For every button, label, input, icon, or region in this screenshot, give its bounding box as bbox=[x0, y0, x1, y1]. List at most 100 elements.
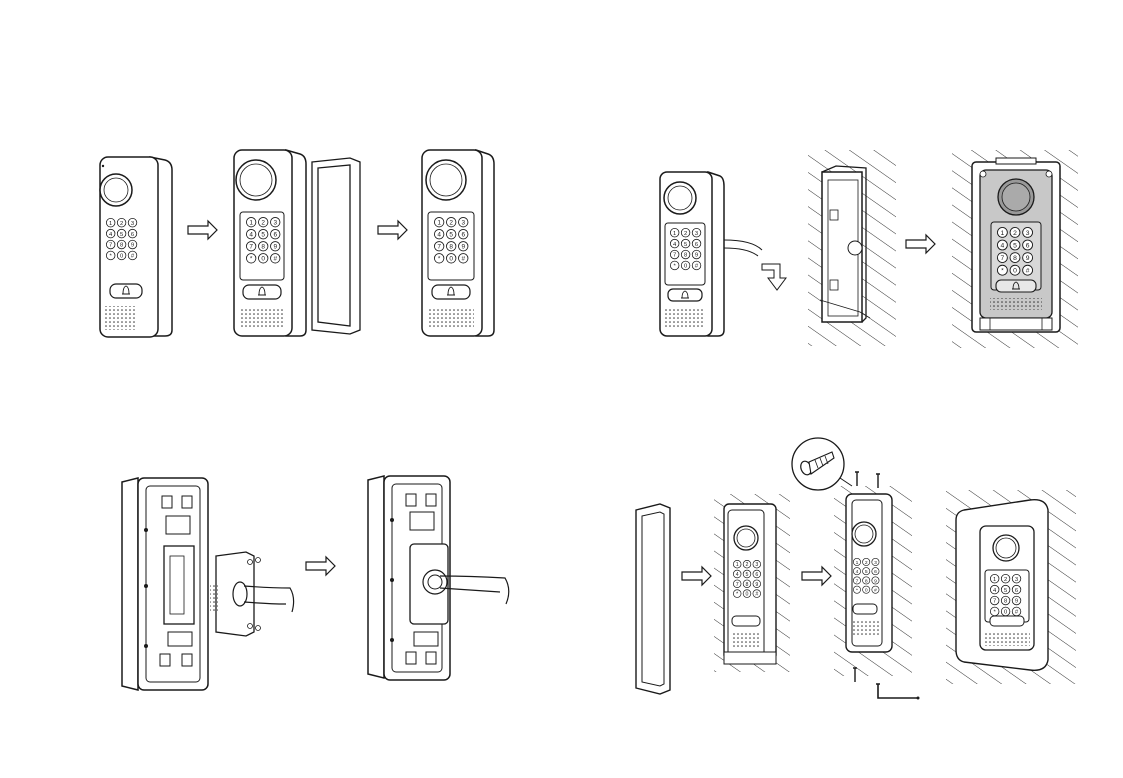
keypad-key-label: 1 bbox=[437, 220, 441, 227]
keypad-key-label: # bbox=[874, 588, 877, 594]
keypad-key: 9 bbox=[271, 242, 280, 251]
keypad-key: 7 bbox=[434, 242, 443, 251]
keypad-key: 4 bbox=[434, 229, 443, 238]
frame bbox=[312, 158, 360, 334]
keypad-key: 1 bbox=[106, 218, 115, 227]
keypad-key-label: 5 bbox=[261, 232, 265, 239]
keypad-key-label: # bbox=[755, 592, 758, 598]
keypad-key-label: 5 bbox=[684, 242, 687, 248]
keypad-key: 9 bbox=[872, 577, 879, 584]
keypad-key: 0 bbox=[258, 254, 267, 263]
keypad-key: # bbox=[459, 254, 468, 263]
keypad-key-label: 3 bbox=[695, 231, 698, 237]
keypad-key-label: 9 bbox=[755, 582, 758, 588]
keypad-key-label: 5 bbox=[746, 572, 749, 578]
keypad-key-label: 6 bbox=[1015, 588, 1018, 594]
keypad-key-label: 1 bbox=[993, 577, 996, 583]
keypad-key: 3 bbox=[692, 228, 701, 237]
keypad-key: 1 bbox=[990, 574, 999, 583]
keypad-key-label: 7 bbox=[1001, 255, 1005, 262]
keypad-key: 9 bbox=[128, 240, 137, 249]
keypad-key: 3 bbox=[271, 217, 280, 226]
keypad-key: 4 bbox=[733, 570, 741, 578]
keypad-key: 3 bbox=[872, 558, 879, 565]
keypad-key: 5 bbox=[681, 239, 690, 248]
device-in-wall-box: 123456789*0# bbox=[952, 150, 1078, 348]
keypad-key-label: 0 bbox=[261, 256, 265, 263]
keypad-key-label: 5 bbox=[1013, 243, 1017, 250]
keypad-key: 6 bbox=[753, 570, 761, 578]
keypad-key-label: 7 bbox=[437, 244, 441, 251]
cable-gland-plate bbox=[210, 552, 294, 636]
keypad-key: 3 bbox=[1023, 227, 1033, 237]
keypad-key-label: 7 bbox=[673, 253, 676, 259]
keypad-key-label: 1 bbox=[673, 231, 676, 237]
keypad-key: 3 bbox=[1012, 574, 1021, 583]
keypad-key: 7 bbox=[246, 242, 255, 251]
keypad-key-label: 4 bbox=[736, 572, 739, 578]
frame-gasket bbox=[636, 504, 670, 694]
keypad-key-label: 8 bbox=[1004, 599, 1007, 605]
hex-key-icon bbox=[876, 684, 920, 700]
keypad-key-label: 2 bbox=[449, 220, 453, 227]
keypad-key: * bbox=[106, 251, 115, 260]
keypad-key: # bbox=[1023, 265, 1033, 275]
keypad-key-label: 5 bbox=[1004, 588, 1007, 594]
keypad-key-label: 8 bbox=[449, 244, 453, 251]
keypad-key-label: 6 bbox=[874, 569, 877, 575]
keypad-key: 8 bbox=[117, 240, 126, 249]
keypad-key-label: 9 bbox=[695, 253, 698, 259]
keypad-key-label: 3 bbox=[874, 560, 877, 566]
keypad-key: # bbox=[271, 254, 280, 263]
device-with-cable: 123456789*0# bbox=[660, 172, 786, 336]
arrow-right-icon bbox=[906, 235, 935, 253]
keypad-key-label: 3 bbox=[273, 220, 277, 227]
arrow-right-icon bbox=[188, 221, 217, 239]
screw-detail-callout bbox=[792, 438, 852, 490]
keypad-key-label: 1 bbox=[736, 562, 739, 568]
wall-box bbox=[808, 150, 896, 346]
keypad-key: # bbox=[1012, 607, 1021, 616]
keypad-key-label: 1 bbox=[109, 221, 112, 227]
keypad-key: # bbox=[753, 590, 761, 598]
keypad-key: 9 bbox=[1012, 596, 1021, 605]
keypad-key-label: 3 bbox=[1026, 230, 1030, 237]
keypad-key: 5 bbox=[1001, 585, 1010, 594]
keypad-key-label: 3 bbox=[1015, 577, 1018, 583]
keypad-key-label: 2 bbox=[1013, 230, 1017, 237]
arrow-right-icon bbox=[306, 557, 335, 575]
keypad-key: 2 bbox=[863, 558, 870, 565]
keypad-key: 2 bbox=[1010, 227, 1020, 237]
keypad-key-label: 2 bbox=[261, 220, 265, 227]
keypad-key: 5 bbox=[446, 229, 455, 238]
keypad-key-label: 6 bbox=[273, 232, 277, 239]
device-back-open bbox=[122, 478, 208, 690]
keypad-key: 5 bbox=[1010, 240, 1020, 250]
keypad-key: 4 bbox=[246, 229, 255, 238]
keypad-key-label: 7 bbox=[249, 244, 253, 251]
keypad-key-label: 7 bbox=[109, 243, 112, 249]
keypad-key: 8 bbox=[743, 580, 751, 588]
keypad-key: 8 bbox=[258, 242, 267, 251]
keypad-key: 1 bbox=[434, 217, 443, 226]
keypad-key: 0 bbox=[863, 586, 870, 593]
keypad-key-label: * bbox=[736, 592, 738, 598]
keypad-key-label: 0 bbox=[1013, 268, 1017, 275]
keypad-key: 1 bbox=[246, 217, 255, 226]
keypad-key-label: 8 bbox=[865, 578, 868, 584]
keypad-key: 8 bbox=[863, 577, 870, 584]
keypad-key: 2 bbox=[258, 217, 267, 226]
keypad-key-label: 4 bbox=[1001, 243, 1005, 250]
keypad-key-label: 4 bbox=[856, 569, 859, 575]
keypad-key-label: 4 bbox=[437, 232, 441, 239]
keypad-key: 6 bbox=[692, 239, 701, 248]
keypad-key: 9 bbox=[459, 242, 468, 251]
keypad-key: 8 bbox=[681, 250, 690, 259]
keypad-key: 2 bbox=[446, 217, 455, 226]
keypad-key: 7 bbox=[853, 577, 860, 584]
keypad-key: * bbox=[997, 265, 1007, 275]
keypad-key-label: 2 bbox=[865, 560, 868, 566]
keypad-key: 2 bbox=[681, 228, 690, 237]
keypad-key: 4 bbox=[853, 568, 860, 575]
